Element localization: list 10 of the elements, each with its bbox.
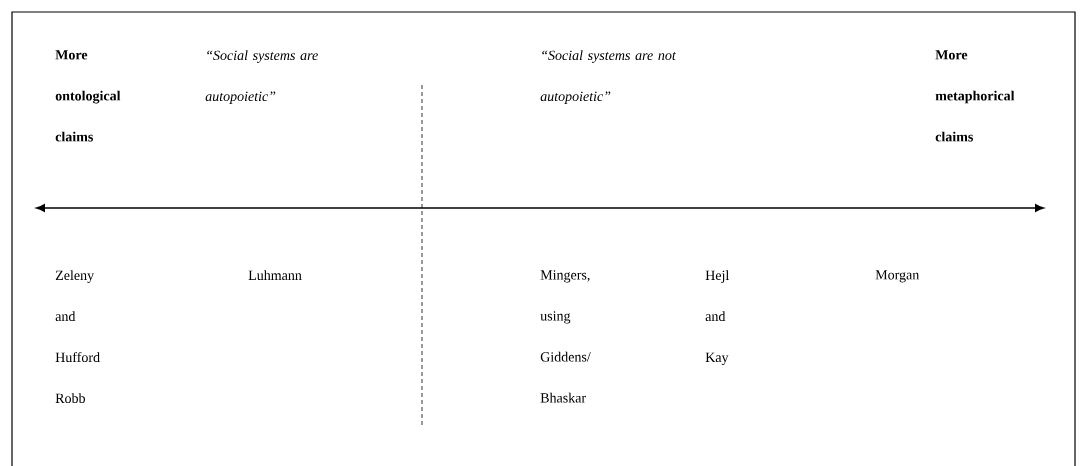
quote-label: “Social systems are autopoietic” — [205, 50, 318, 104]
author-label: Zeleny and Hufford — [55, 270, 100, 363]
author-label: Morgan — [875, 270, 920, 283]
author-label: Luhmann — [248, 270, 302, 281]
quote-label: “Social systems are not autopoietic” — [540, 50, 677, 104]
author-label: Mingers, using Giddens/ Bhaskar — [540, 270, 591, 403]
scale-end-label: More ontological claims — [55, 50, 121, 142]
scale-end-label: More metaphorical claims — [935, 50, 1015, 142]
author-label: Robb — [55, 393, 85, 404]
author-label: Hejl and Kay — [705, 270, 730, 365]
